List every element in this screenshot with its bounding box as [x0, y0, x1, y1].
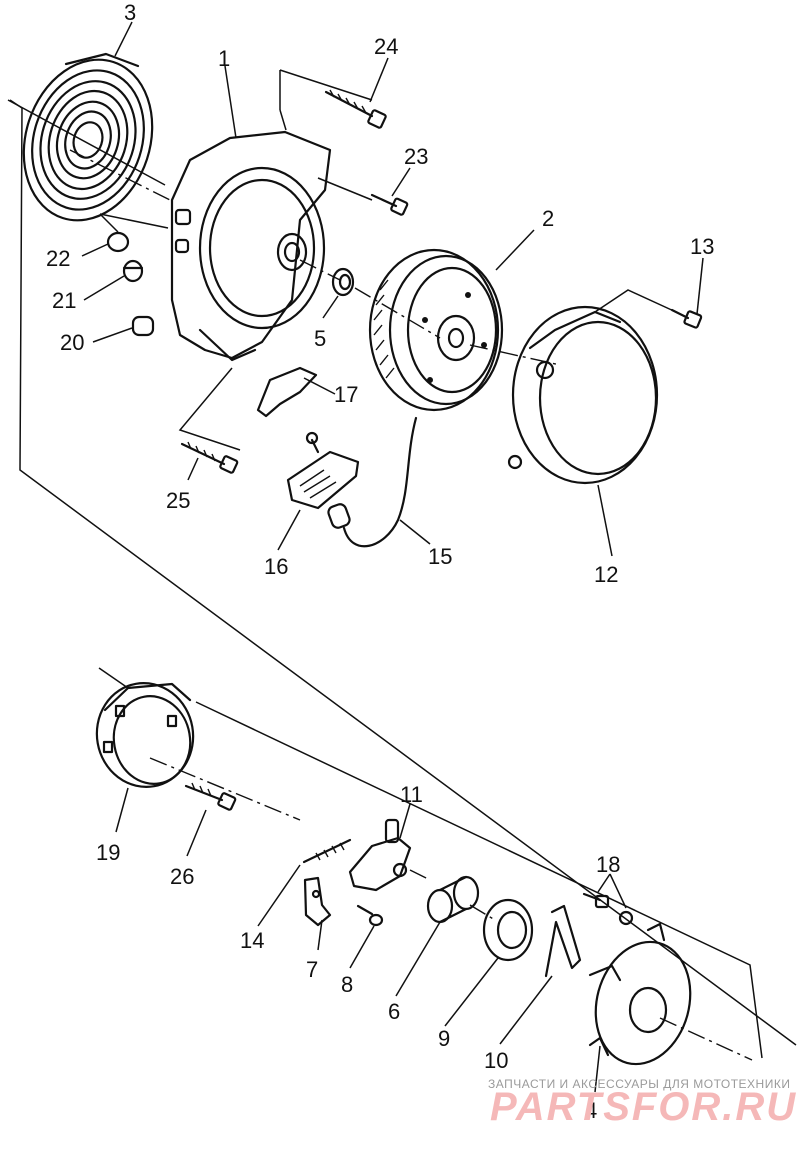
part-24-screw: [324, 89, 387, 129]
part-9-seal: [482, 898, 534, 962]
callout-8: 8: [341, 972, 353, 997]
part-20-bushing: [131, 315, 155, 337]
callout-7: 7: [306, 957, 318, 982]
part-16-handle: [286, 431, 360, 529]
part-11-ratchet: [348, 818, 412, 892]
part-17-insert: [256, 366, 318, 418]
callout-13: 13: [690, 234, 714, 259]
callout-24: 24: [374, 34, 398, 59]
callout-12: 12: [594, 562, 618, 587]
callout-21: 21: [52, 288, 76, 313]
callout-3: 3: [124, 0, 136, 25]
callout-4: 4: [585, 1098, 597, 1123]
part-15-rope: [342, 416, 418, 548]
part-22-nut: [106, 231, 130, 253]
callout-15: 15: [428, 544, 452, 569]
part-26-screw: [184, 782, 237, 811]
callout-18: 18: [596, 852, 620, 877]
part-6-sleeve: [426, 875, 480, 924]
callout-17: 17: [334, 382, 358, 407]
part-10-wire-spring: [544, 904, 582, 978]
callout-9: 9: [438, 1026, 450, 1051]
part-14-spring: [302, 838, 352, 864]
outer-cover-part: [507, 305, 659, 485]
part-25-screw: [180, 441, 239, 474]
watermark-brand-logo: PARTSFOR.RU: [490, 1085, 797, 1129]
part-19-cup: [95, 682, 195, 788]
callout-6: 6: [388, 999, 400, 1024]
part-5-bushing: [331, 267, 355, 297]
callout-10: 10: [484, 1048, 508, 1073]
part-21-bolt-head: [122, 259, 144, 283]
part-4-base-plate: [588, 922, 692, 1066]
callout-16: 16: [264, 554, 288, 579]
callout-19: 19: [96, 840, 120, 865]
pulley-part: [368, 248, 504, 412]
recoil-spring-part: [22, 52, 154, 222]
bottom-assembly-guide-lines: [98, 667, 763, 1061]
callout-5: 5: [314, 326, 326, 351]
top-assembly-guide-lines: [7, 69, 797, 1046]
part-7-pawl: [303, 876, 332, 927]
part-23-screw: [370, 193, 409, 216]
part-18-screws: [582, 892, 634, 926]
callout-1: 1: [218, 46, 230, 71]
callout-2: 2: [542, 206, 554, 231]
callout-11: 11: [400, 782, 423, 807]
callout-numbers: 1 2 3 4 5 6 7 8 9 10 11 12 13 14 15 16 1…: [46, 0, 714, 1123]
watermark-tagline: ЗАПЧАСТИ И АКСЕССУАРЫ ДЛЯ МОТОТЕХНИКИ: [488, 1077, 790, 1091]
callout-25: 25: [166, 488, 190, 513]
callout-22: 22: [46, 246, 70, 271]
callout-14: 14: [240, 928, 264, 953]
starter-housing-part: [170, 130, 332, 362]
callout-26: 26: [170, 864, 194, 889]
part-8-pin: [356, 904, 384, 927]
callout-leader-lines: [81, 21, 704, 1093]
callout-20: 20: [60, 330, 84, 355]
callout-23: 23: [404, 144, 428, 169]
watermark: ЗАПЧАСТИ И АКСЕССУАРЫ ДЛЯ МОТОТЕХНИКИ PA…: [488, 1077, 797, 1129]
